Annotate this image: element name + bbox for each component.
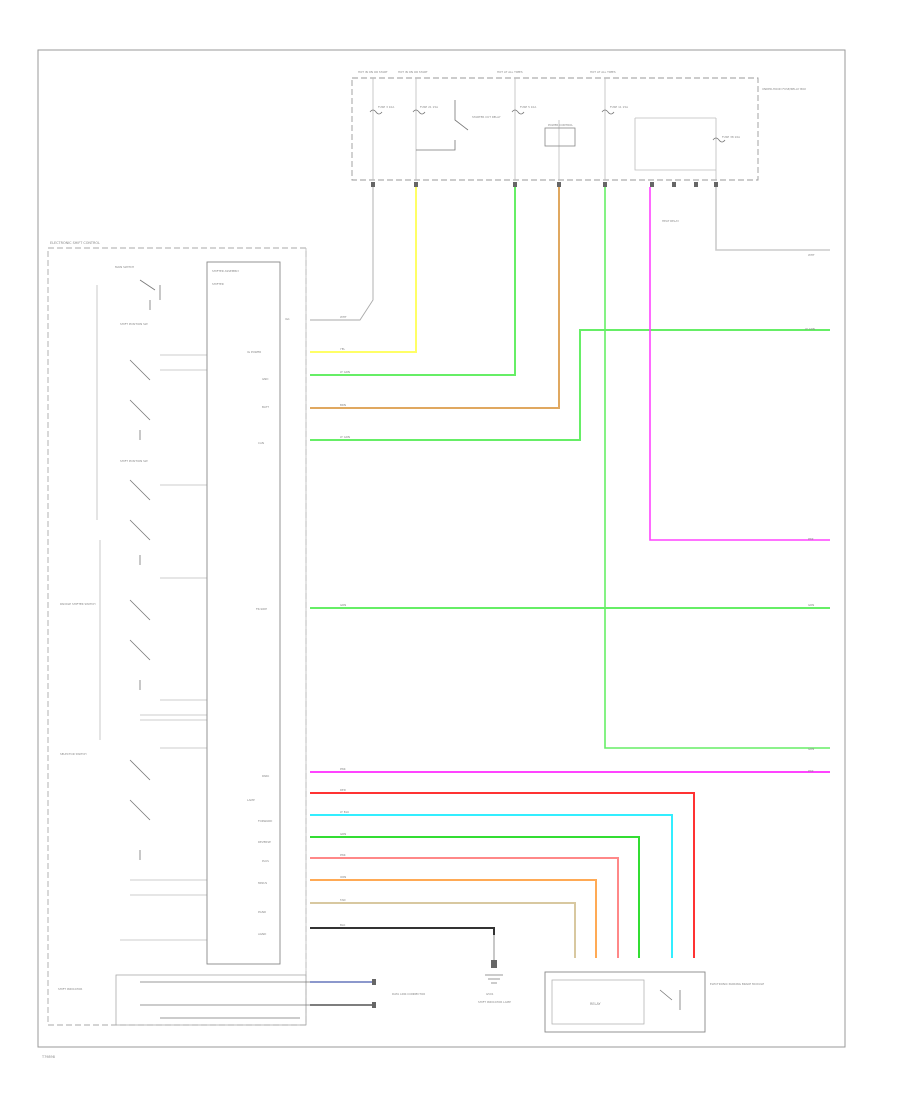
fuse-symbol-5 (712, 137, 726, 143)
wire-3 (310, 187, 516, 376)
fuse-label-2: FUSE 21 15A (420, 105, 438, 109)
wire-label-4: BRN (340, 403, 346, 407)
wire-label-1: WHT (340, 315, 347, 319)
ground-label: G501 (486, 992, 494, 996)
wire-10 (310, 836, 640, 958)
wire-label-2: YEL (340, 347, 345, 351)
pin-reverse: REVERSE (258, 840, 271, 844)
pin-agnd: AGND (258, 932, 266, 936)
right-label-6: PNK (808, 769, 814, 773)
wire-label-8: RED (340, 788, 346, 792)
shifter-subtitle: SHIFTER (212, 282, 224, 286)
wire-label-13: TAN (339, 898, 346, 902)
ground-symbol: G501 SHIFT INDICATOR LAMP (478, 935, 511, 1004)
right-label-3: PNK (808, 537, 814, 541)
fuse-symbol-4 (601, 109, 615, 115)
footer-code: T79898 (41, 1055, 55, 1059)
wire-label-12: ORN (340, 875, 346, 879)
section-label-5: SELECTOR SWITCH (60, 752, 87, 756)
wire-group: WHT YEL LT GRN BRN LT GRN GRN PNK RED LT BLU GRN P… (310, 187, 830, 1006)
fuse-label-1: FUSE 3 10A (378, 105, 394, 109)
wire-8 (310, 792, 695, 958)
pin-forward: FORWARD (258, 819, 272, 823)
wire-label-11: PNK (340, 853, 346, 857)
wire-label-5: LT GRN (340, 435, 350, 439)
right-label-5: GRN (808, 747, 814, 751)
pin-ig1: IG1 (285, 317, 290, 321)
module-pin-labels: IG1 IG POWER GND BATT CAN FR-SIDE PARK L… (247, 317, 290, 936)
relay-switch (416, 100, 469, 151)
wire-label-3: LT GRN (340, 370, 350, 374)
wire-label-14: BLK (340, 923, 345, 927)
relay-box-label: RELAY (590, 1002, 602, 1006)
wire-label-9: LT BLU (340, 810, 349, 814)
wire-label-10: GRN (340, 832, 346, 836)
wire-2 (310, 187, 417, 353)
relay-side-label: ELECTRONIC PARKING BRAKE MODULE (710, 982, 764, 986)
section-label-4: PADDLE SHIFTER SWITCH (60, 602, 95, 606)
wire-extra-magenta (649, 187, 830, 541)
pin-lamp: LAMP (247, 798, 255, 802)
pin-can: CAN (258, 441, 264, 445)
pin-batt: BATT (262, 405, 269, 409)
shift-indicator-label: SHIFT INDICATOR (58, 987, 82, 991)
shifter-assembly-module (206, 261, 281, 965)
pin-fr-side: FR-SIDE (256, 607, 267, 611)
relay-module: RELAY ELECTRONIC PARKING BRAKE MODULE (544, 971, 764, 1033)
pin-pgnd: PGND (258, 910, 266, 914)
right-label-4: GRN (808, 603, 814, 607)
fuse-symbol-1 (369, 109, 383, 115)
wire-label-7: PNK (340, 767, 346, 771)
wire-14 (310, 927, 495, 935)
power-control-module (544, 127, 576, 147)
wire-13 (310, 902, 576, 958)
wire-5 (310, 329, 830, 441)
pin-ig-power: IG POWER (247, 350, 261, 354)
pin-gnd: GND (262, 377, 268, 381)
right-label-1: WHT (808, 253, 815, 257)
wire-11 (310, 857, 619, 958)
top-header-2: HOT IN ON OR START (398, 70, 428, 74)
data-link-connectors: DATA LINK CONNECTOR (140, 979, 425, 1019)
wire-12 (310, 879, 597, 958)
pin-plus: PLUS (262, 859, 269, 863)
fuse-relay-box: HOT IN ON OR START HOT IN ON OR START HO… (351, 70, 806, 223)
section-label-2: SHIFT POSITION SW (120, 322, 148, 326)
wire-label-6: GRN (340, 603, 346, 607)
right-labels: WHT LT GRN PNK GRN GRN PNK (805, 253, 815, 773)
wire-extra-white (715, 187, 830, 251)
wire-extra-green (604, 187, 830, 749)
top-header-4: HOT AT ALL TIMES (590, 70, 616, 74)
top-side-label: UNDER-HOOD FUSE/RELAY BOX (762, 87, 806, 91)
heat-relay-label: HEAT RELAY (662, 219, 679, 223)
shifter-assembly-title: SHIFTER ASSEMBLY (212, 269, 239, 273)
stop-lamp-label: SHIFT INDICATOR LAMP (478, 1000, 511, 1004)
data-link-label: DATA LINK CONNECTOR (392, 992, 425, 996)
section-label-3: SHIFT POSITION SW (120, 459, 148, 463)
wire-9 (310, 814, 673, 958)
fuse-label-4: FUSE 11 15A (610, 105, 628, 109)
fuse-label-5: FUSE 38 10A (722, 135, 740, 139)
data-link-box (115, 974, 307, 1026)
pin-minus: MINUS (258, 881, 267, 885)
top-header-1: HOT IN ON OR START (358, 70, 388, 74)
wire-4 (310, 187, 560, 409)
shift-control-box: ELECTRONIC SHIFT CONTROL MAIN SWITCH SHI… (47, 241, 307, 1026)
outer-frame (37, 49, 846, 1048)
section-label-1: MAIN SWITCH (115, 265, 134, 269)
fuse-symbol-3 (511, 109, 525, 115)
pin-park: PARK (262, 774, 269, 778)
top-header-3: HOT AT ALL TIMES (497, 70, 523, 74)
fuse-symbol-2 (412, 109, 426, 115)
fuse-label-3: FUSE 5 10A (520, 105, 536, 109)
shift-control-title: ELECTRONIC SHIFT CONTROL (50, 241, 100, 245)
wire-1 (310, 187, 374, 321)
module-label: POWER CONTROL (548, 123, 573, 127)
right-label-2: LT GRN (805, 327, 815, 331)
relay-label: STARTER CUT RELAY (472, 115, 501, 119)
